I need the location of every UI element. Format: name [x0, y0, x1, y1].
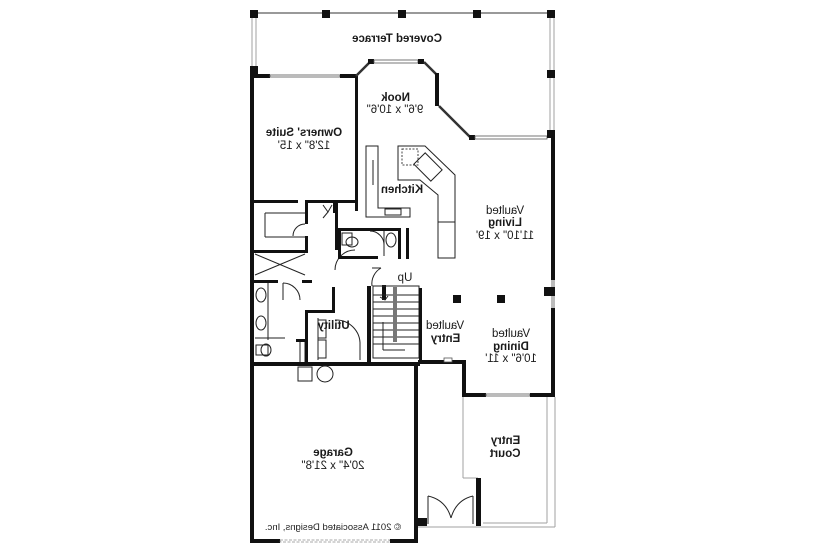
- entry-court-label-2: Court: [490, 448, 521, 460]
- nook-label: Nook: [381, 92, 410, 104]
- dining-label: Dining: [493, 341, 529, 353]
- covered-terrace-label: Covered Terrace: [352, 33, 442, 45]
- exterior-walls: [250, 59, 555, 543]
- dining-dims: 10'6" x 11': [485, 353, 537, 365]
- column: [250, 10, 258, 18]
- column: [497, 295, 505, 303]
- garage-label: Garage: [313, 447, 353, 459]
- interior-walls: [254, 145, 456, 364]
- labels: Covered Terrace Nook 9'6" x 10'6" Owners…: [265, 33, 537, 533]
- kitchen-label: Kitchen: [381, 184, 423, 196]
- owners-suite-dims: 12'8" x 15': [278, 140, 331, 152]
- column: [322, 10, 330, 18]
- garage-dims: 20'4" x 21'8": [301, 460, 364, 472]
- entry-vaulted-label: Vaulted: [426, 320, 464, 332]
- living-vaulted-label: Vaulted: [486, 205, 524, 217]
- living-label: Living: [488, 217, 522, 229]
- utility-label: Utility: [317, 320, 350, 332]
- living-dims: 11'10" x 19': [476, 230, 534, 242]
- copyright-notice: © 2011 Associated Designs, Inc.: [265, 522, 401, 533]
- covered-terrace: [250, 10, 555, 135]
- column: [547, 10, 555, 18]
- dining-vaulted-label: Vaulted: [492, 328, 530, 340]
- column: [398, 10, 406, 18]
- stair-up-label: Up: [398, 272, 413, 284]
- entry-label: Entry: [430, 333, 460, 345]
- column: [473, 10, 481, 18]
- column: [453, 295, 461, 303]
- tank-icon: [316, 365, 334, 383]
- entry-court-label-1: Entry: [490, 435, 520, 447]
- entry-court: [418, 397, 556, 528]
- column: [547, 70, 555, 78]
- nook-dims: 9'6" x 10'6": [367, 104, 424, 116]
- owners-suite-label: Owners' Suite: [266, 127, 342, 139]
- water-heater-icon: [297, 366, 313, 382]
